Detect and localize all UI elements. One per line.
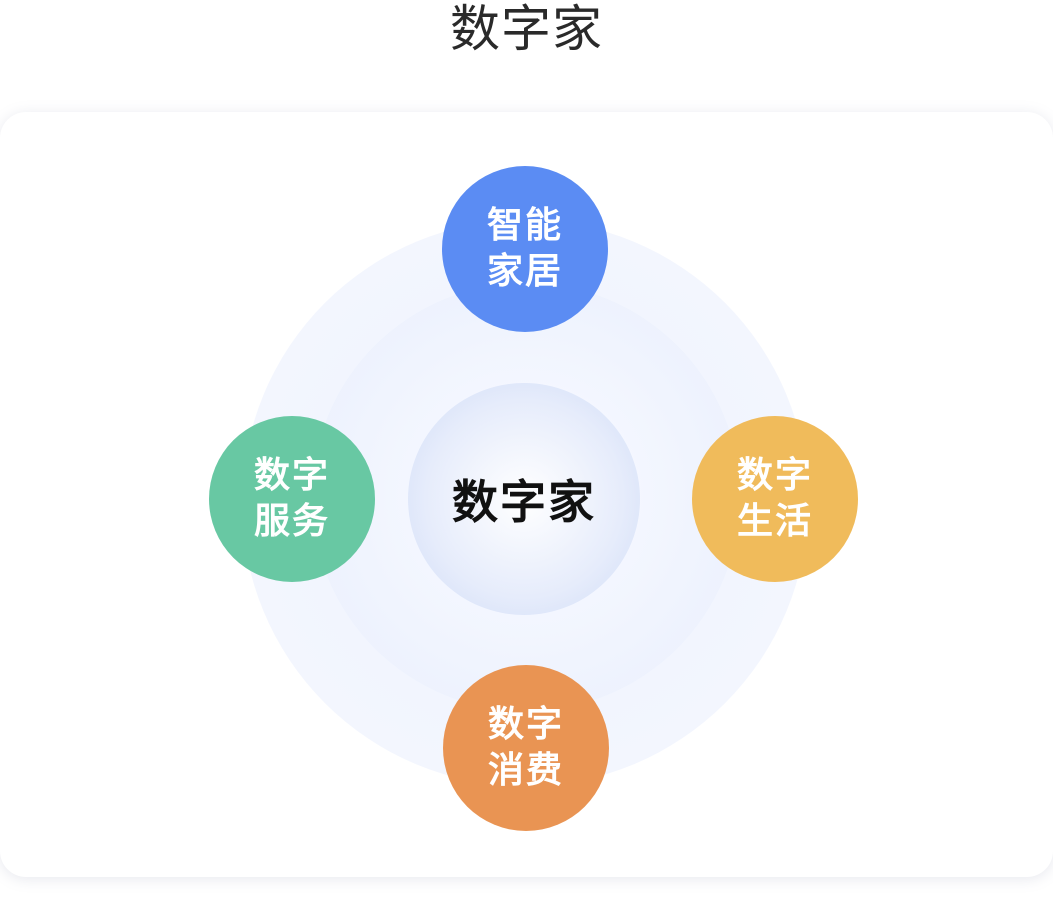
center-circle: 数字家 — [408, 383, 640, 615]
node-label-digital-life: 数字生活 — [736, 455, 813, 542]
node-label-digital-consumption: 数字消费 — [487, 704, 564, 791]
node-digital-life[interactable]: 数字生活 — [692, 416, 858, 582]
page-title: 数字家 — [450, 0, 603, 58]
node-smart-home[interactable]: 智能家居 — [442, 166, 608, 332]
node-label-digital-service: 数字服务 — [253, 455, 330, 542]
node-label-smart-home: 智能家居 — [486, 205, 563, 292]
node-digital-consumption[interactable]: 数字消费 — [443, 665, 609, 831]
node-digital-service[interactable]: 数字服务 — [209, 416, 375, 582]
center-label: 数字家 — [452, 475, 596, 529]
